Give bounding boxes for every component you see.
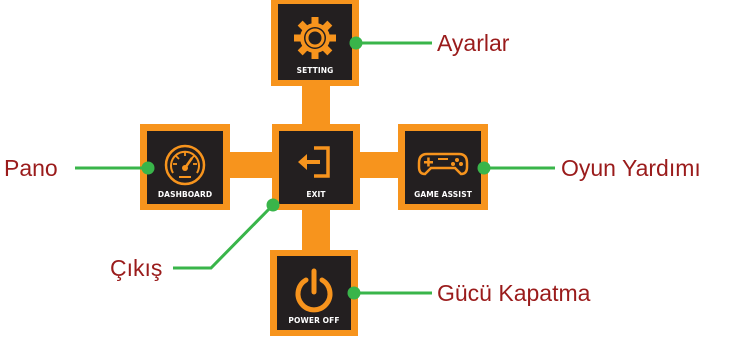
tile-setting[interactable] bbox=[271, 0, 359, 86]
tile-power-off-label: POWER OFF bbox=[288, 316, 340, 325]
power-icon bbox=[295, 268, 333, 313]
tile-exit-label: EXIT bbox=[306, 190, 326, 199]
connector-exit bbox=[173, 198, 280, 270]
tile-power-off[interactable] bbox=[270, 250, 358, 336]
speedometer-icon bbox=[164, 144, 206, 186]
exit-icon bbox=[298, 146, 330, 178]
gear-icon bbox=[294, 17, 336, 59]
tile-game-assist-label: GAME ASSIST bbox=[414, 190, 472, 199]
tile-game-assist[interactable] bbox=[398, 124, 488, 210]
connector-power-off bbox=[347, 286, 432, 300]
connector-dashboard bbox=[75, 161, 155, 175]
callout-exit: Çıkış bbox=[110, 255, 163, 281]
callout-power-off: Gücü Kapatma bbox=[437, 280, 591, 306]
connector-game-assist bbox=[477, 161, 555, 175]
gamepad-icon bbox=[417, 152, 469, 176]
connector-setting bbox=[349, 36, 432, 50]
tile-setting-label: SETTING bbox=[296, 66, 334, 75]
callout-dashboard: Pano bbox=[4, 155, 58, 181]
tile-exit[interactable] bbox=[272, 124, 360, 210]
callout-setting: Ayarlar bbox=[437, 30, 510, 56]
tile-dashboard-label: DASHBOARD bbox=[157, 190, 213, 199]
callout-game-assist: Oyun Yardımı bbox=[561, 155, 701, 181]
